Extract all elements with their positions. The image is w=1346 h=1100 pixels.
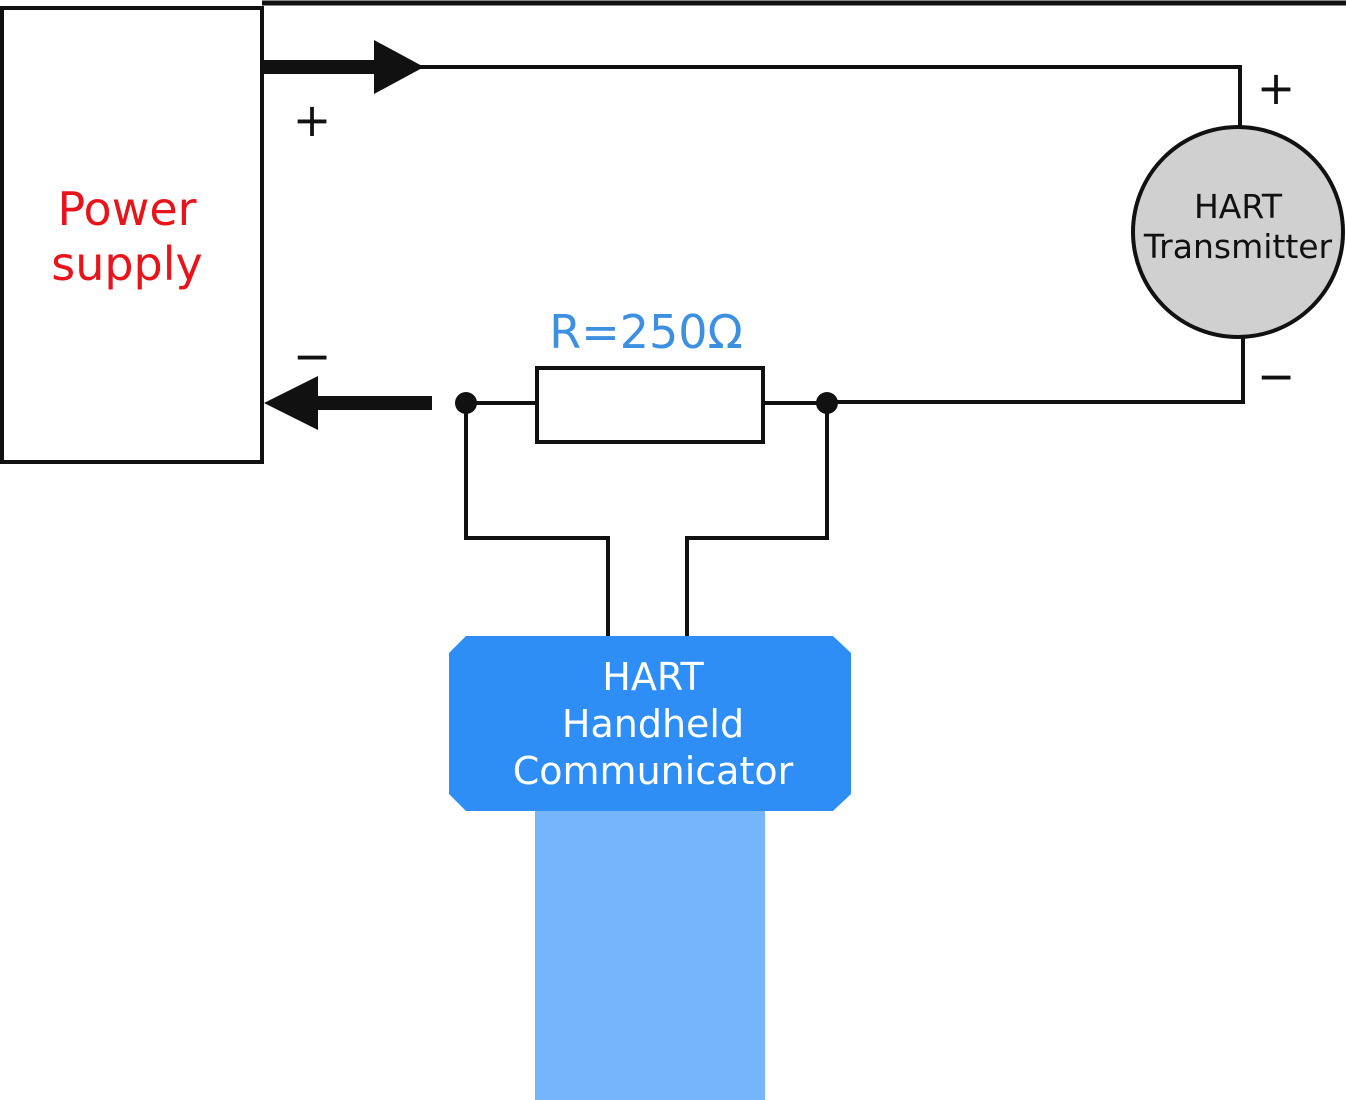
communicator-label-line3: Communicator (513, 749, 794, 793)
transmitter-label-line1: HART (1194, 187, 1283, 226)
communicator-lead-left (464, 403, 610, 640)
positive-arrow-icon (374, 40, 424, 94)
transmitter-minus-sign: − (1257, 349, 1296, 403)
supply-plus-sign: + (293, 93, 332, 147)
transmitter-plus-sign: + (1257, 61, 1296, 115)
communicator-label-line2: Handheld (562, 702, 744, 746)
transmitter-circle (1131, 125, 1345, 339)
transmitter-label-line2: Transmitter (1143, 227, 1333, 266)
communicator-label-line1: HART (602, 655, 704, 699)
communicator-body (449, 636, 851, 811)
power-supply-label-line1: Power (57, 182, 196, 236)
communicator-cable (535, 800, 765, 1100)
supply-minus-sign: − (293, 329, 332, 383)
resistor-label: R=250Ω (549, 305, 742, 359)
communicator-lead-right (685, 403, 829, 640)
resistor-body (535, 366, 765, 444)
negative-arrow-icon (264, 376, 318, 430)
power-supply-label-line2: supply (51, 237, 203, 291)
power-supply-box (0, 6, 264, 464)
